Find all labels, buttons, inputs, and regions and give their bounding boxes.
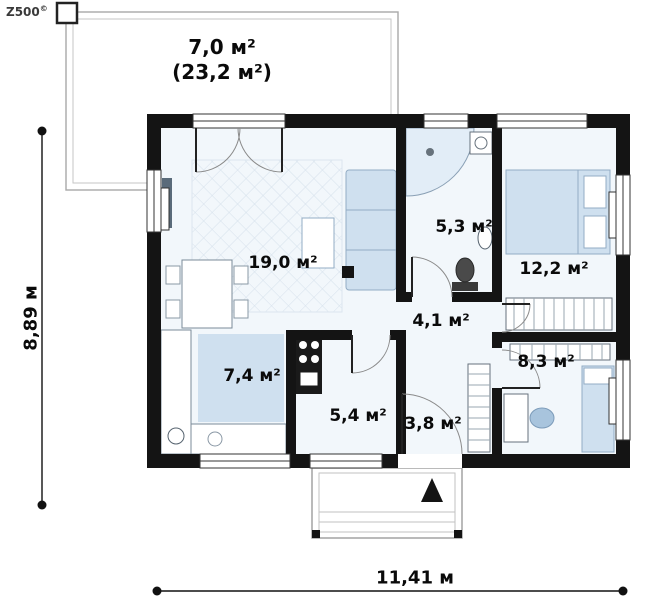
room2-area-label: 8,3 м² bbox=[517, 352, 575, 372]
kitchen-area-label: 7,4 м² bbox=[223, 366, 281, 386]
chair bbox=[233, 265, 249, 285]
hall-wardrobe bbox=[467, 363, 491, 453]
entrance-arrow-icon bbox=[421, 478, 443, 502]
bedroom-area-label: 12,2 м² bbox=[519, 259, 589, 279]
z500-logo: Z500© bbox=[6, 4, 48, 19]
terrace-area-label: 7,0 м² bbox=[188, 35, 256, 59]
dining-table bbox=[181, 259, 233, 329]
furniture-bedroom bbox=[505, 169, 613, 331]
pillow bbox=[583, 215, 607, 249]
entry-area-label: 3,8 м² bbox=[404, 414, 462, 434]
pillow bbox=[583, 175, 607, 209]
living-room-area-label: 19,0 м² bbox=[248, 253, 318, 273]
kitchen-sink bbox=[167, 427, 185, 445]
logo-text: Z500 bbox=[6, 5, 40, 19]
wardrobe bbox=[505, 297, 613, 331]
furniture-bathroom bbox=[405, 127, 493, 291]
dimension-lines bbox=[37, 126, 628, 596]
furniture-living-room bbox=[162, 159, 397, 329]
terrace-total-area-label: (23,2 м²) bbox=[172, 60, 272, 84]
desk bbox=[503, 393, 529, 443]
terrace-post bbox=[55, 1, 79, 25]
windows bbox=[146, 113, 631, 469]
hall-area-label: 4,1 м² bbox=[412, 311, 470, 331]
washing-machine bbox=[469, 131, 493, 155]
pillow bbox=[583, 367, 613, 385]
toilet-bowl bbox=[455, 257, 475, 283]
desk-chair bbox=[529, 407, 555, 429]
height-dimension-label: 8,89 м bbox=[20, 285, 42, 351]
column bbox=[342, 266, 354, 278]
porch-outline bbox=[311, 467, 463, 539]
width-dimension-label: 11,41 м bbox=[376, 567, 454, 589]
utility-area-label: 5,4 м² bbox=[329, 406, 387, 426]
kitchen-sink bbox=[207, 431, 223, 447]
chair bbox=[165, 265, 181, 285]
radiator bbox=[160, 187, 170, 231]
furniture-kitchen bbox=[160, 329, 287, 455]
chair bbox=[165, 299, 181, 319]
kitchen-counter bbox=[190, 423, 287, 455]
toilet bbox=[452, 282, 478, 291]
kitchen-rug bbox=[198, 334, 284, 422]
furniture-entry bbox=[467, 363, 491, 453]
coffee-table bbox=[301, 217, 335, 269]
chair bbox=[233, 299, 249, 319]
furniture-utility bbox=[296, 334, 322, 394]
bathroom-area-label: 5,3 м² bbox=[435, 217, 493, 237]
porch-post bbox=[312, 530, 320, 538]
logo-copyright: © bbox=[39, 4, 48, 13]
front-door-opening bbox=[398, 454, 462, 468]
wardrobe bbox=[509, 343, 611, 361]
doors bbox=[195, 127, 541, 455]
porch-post bbox=[454, 530, 462, 538]
